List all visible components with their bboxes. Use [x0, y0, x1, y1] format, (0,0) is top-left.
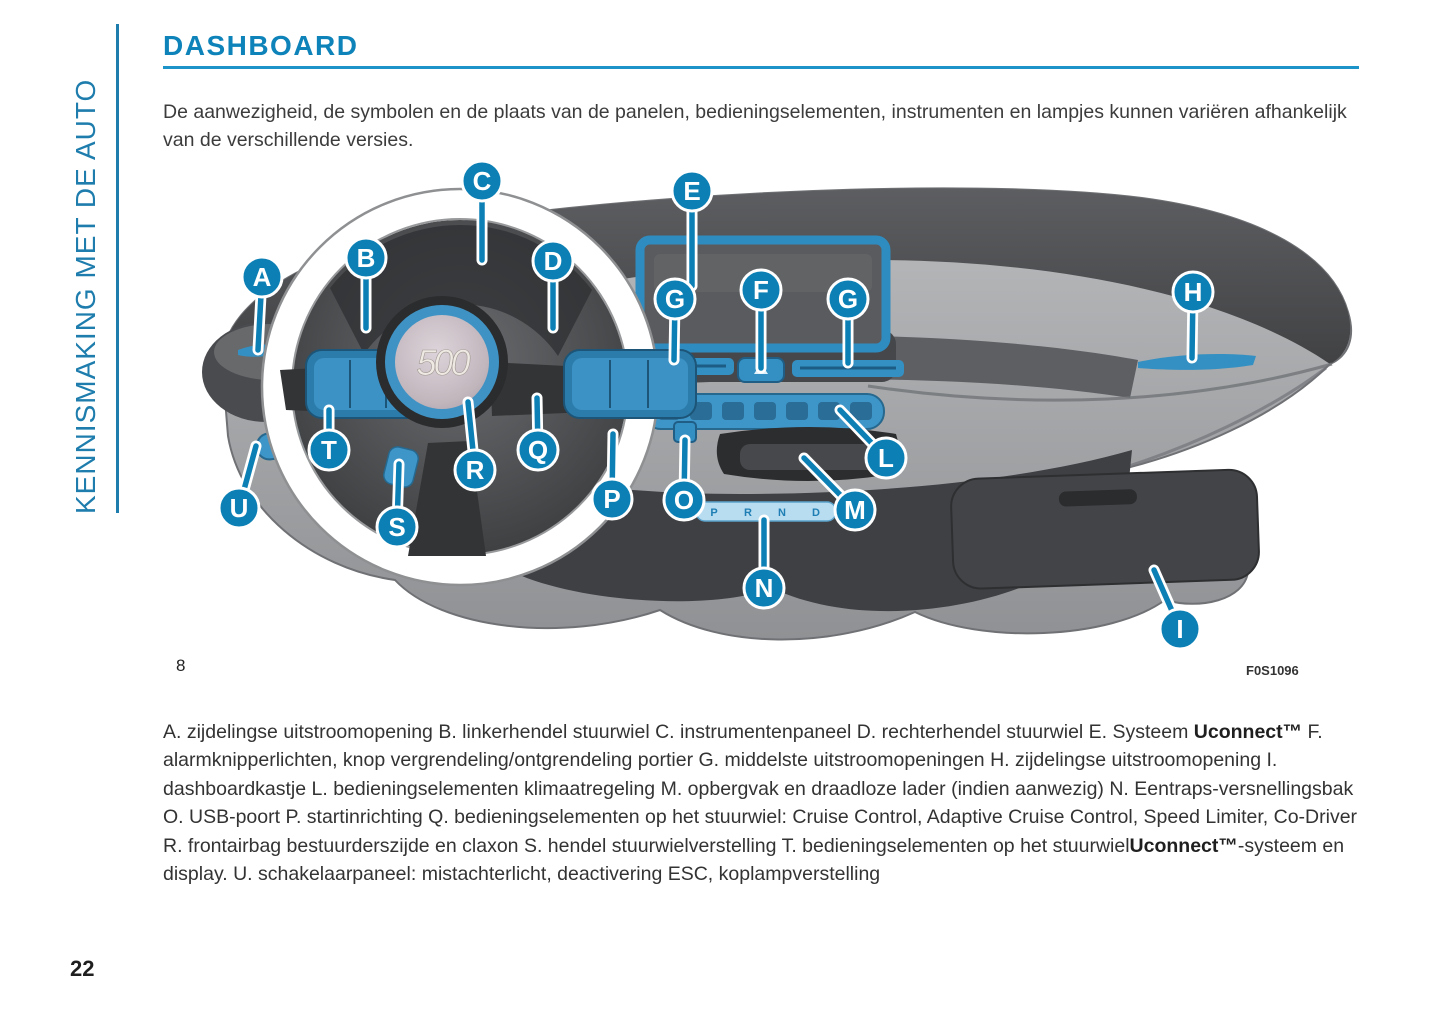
svg-text:N: N — [755, 573, 774, 603]
callout-d: D — [531, 239, 575, 334]
svg-text:D: D — [544, 246, 563, 276]
chapter-rule — [116, 24, 119, 513]
callout-g2: G — [826, 277, 870, 369]
callout-c: C — [460, 159, 504, 266]
svg-text:R: R — [466, 455, 485, 485]
gear-label-n: N — [778, 507, 786, 519]
callout-r: R — [453, 396, 497, 492]
svg-text:G: G — [665, 284, 685, 314]
gear-label-d: D — [812, 507, 820, 519]
svg-text:G: G — [838, 284, 858, 314]
callout-f: F — [739, 268, 783, 374]
chapter-vertical-label: KENNISMAKING MET DE AUTO — [70, 78, 101, 514]
callout-e: E — [670, 169, 714, 292]
svg-text:C: C — [473, 166, 492, 196]
svg-text:A: A — [253, 262, 272, 292]
svg-text:P: P — [603, 484, 620, 514]
callout-b: B — [344, 236, 388, 334]
right-side-vent — [1138, 354, 1256, 370]
wheel-logo: 500 — [416, 342, 470, 383]
svg-text:I: I — [1176, 614, 1183, 644]
callout-i: I — [1148, 564, 1202, 651]
callout-t: T — [307, 404, 351, 472]
gear-label-p: P — [710, 507, 717, 519]
callout-o: O — [662, 434, 706, 522]
svg-text:O: O — [674, 485, 694, 515]
callouts: A B C D E F G G H I L M N O P Q R S T U — [217, 159, 1215, 651]
callout-u: U — [217, 440, 262, 530]
svg-text:H: H — [1184, 277, 1203, 307]
glovebox — [950, 468, 1260, 590]
legend-text: A. zijdelingse uitstroomopening B. linke… — [163, 720, 1358, 886]
gear-label-r: R — [744, 507, 752, 519]
svg-text:Q: Q — [528, 435, 548, 465]
svg-text:B: B — [357, 243, 376, 273]
callout-p: P — [590, 428, 634, 521]
callout-m: M — [798, 452, 877, 532]
svg-text:E: E — [683, 176, 700, 206]
callout-g1: G — [653, 277, 697, 366]
svg-text:L: L — [878, 443, 894, 473]
callout-q: Q — [516, 392, 560, 472]
figure-number: 8 — [176, 656, 186, 675]
svg-text:S: S — [388, 512, 405, 542]
svg-text:M: M — [844, 495, 866, 525]
svg-text:T: T — [321, 435, 337, 465]
page-title: DASHBOARD — [163, 30, 359, 61]
figure-code: F0S1096 — [1246, 663, 1299, 678]
dashboard-illustration: P R N D — [202, 159, 1353, 651]
intro-text: De aanwezigheid, de symbolen en de plaat… — [163, 100, 1347, 151]
callout-l: L — [834, 404, 908, 480]
callout-n: N — [742, 514, 786, 610]
callout-a: A — [240, 255, 284, 356]
svg-text:U: U — [230, 493, 249, 523]
callout-h: H — [1171, 270, 1215, 364]
right-wheel-buttons — [563, 349, 697, 419]
svg-text:F: F — [753, 275, 769, 305]
page-number: 22 — [70, 956, 95, 981]
callout-s: S — [375, 458, 419, 549]
title-underline — [163, 66, 1359, 69]
wheel-hub: 500 — [376, 296, 508, 428]
